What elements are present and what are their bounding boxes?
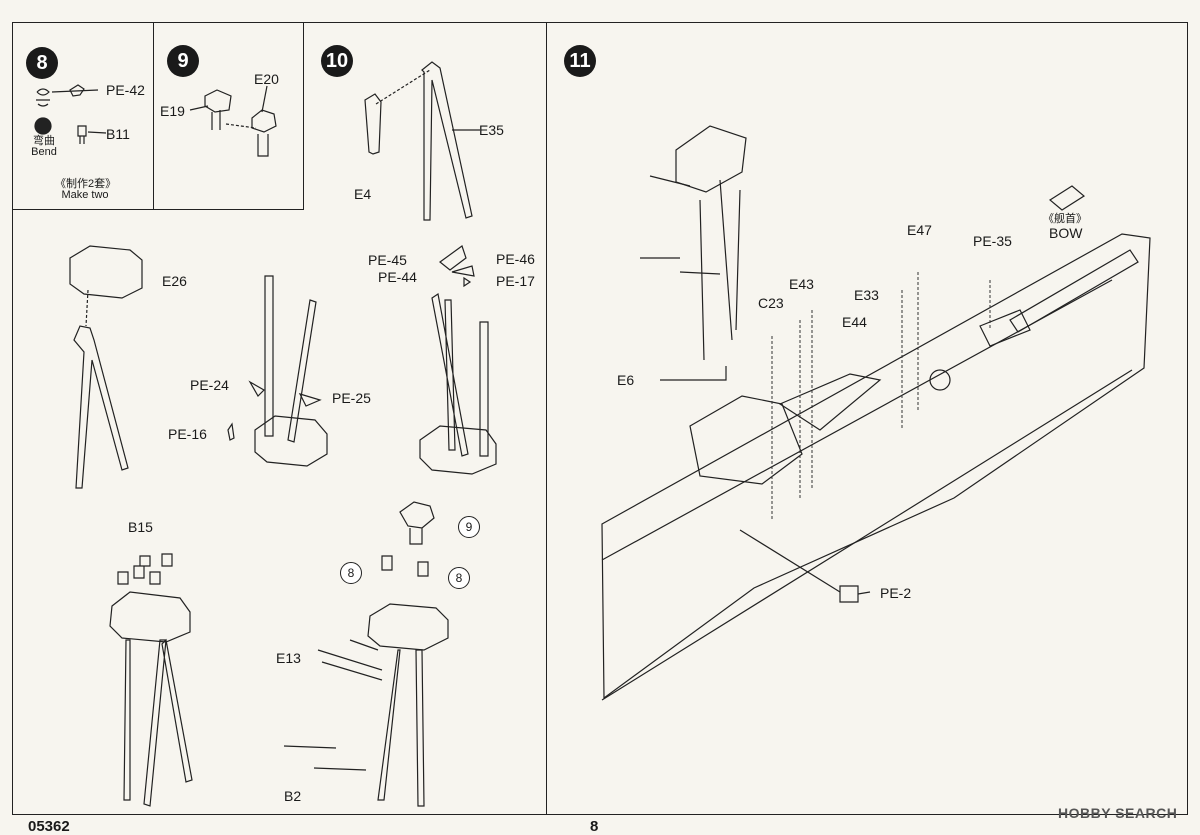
- pe24-pe25: [248, 380, 322, 407]
- kit-code: 05362: [28, 818, 70, 835]
- mast-top: [675, 125, 747, 193]
- tripod2-legs: [431, 292, 489, 457]
- part-label-e43: E43: [789, 276, 814, 292]
- part-label-pe46: PE-46: [496, 251, 535, 267]
- pe-vanes: [439, 245, 475, 288]
- ref-step-8-left: 8: [340, 562, 362, 584]
- part-label-pe45: PE-45: [368, 252, 407, 268]
- aa-platform: [778, 373, 882, 431]
- ref9-head: [399, 501, 435, 545]
- make-two-en: Make two: [61, 189, 109, 201]
- part-label-e35: E35: [479, 122, 504, 138]
- platform2-base: [419, 425, 497, 475]
- bow-gun: [979, 309, 1031, 347]
- ref8-parts: [381, 555, 429, 577]
- pe2-part: [839, 585, 859, 603]
- superstructure: [689, 395, 803, 485]
- e6-part: [660, 366, 727, 381]
- e13-rods: [317, 639, 383, 681]
- part-label-e47: E47: [907, 222, 932, 238]
- part-label-pe25: PE-25: [332, 390, 371, 406]
- part-label-pe16: PE-16: [168, 426, 207, 442]
- top-border: [12, 22, 1188, 23]
- e19-part: [204, 89, 232, 113]
- pe42-part: [69, 84, 85, 97]
- tripod-legs: [264, 275, 317, 443]
- part-label-e6: E6: [617, 372, 635, 388]
- part-label-b11: B11: [106, 126, 130, 142]
- e26-part: [69, 245, 143, 299]
- part-label-pe24: PE-24: [190, 377, 229, 393]
- b11-part: [77, 125, 87, 144]
- part-label-e13: E13: [276, 650, 301, 666]
- e4-part: [364, 93, 382, 155]
- part-label-pe17: PE-17: [496, 273, 535, 289]
- part-label-e20: E20: [254, 71, 279, 87]
- part-label-e44: E44: [842, 314, 867, 330]
- make-two-cn: 《制作2套》: [55, 178, 117, 190]
- tripod-e: [73, 325, 129, 489]
- step-10-badge: 10: [321, 45, 353, 77]
- part-label-pe35: PE-35: [973, 233, 1012, 249]
- part-label-c23: C23: [758, 295, 784, 311]
- part-label-e33: E33: [854, 287, 879, 303]
- part-label-pe44: PE-44: [378, 269, 417, 285]
- part-label-pe2: PE-2: [880, 585, 912, 601]
- step-11-badge: 11: [564, 45, 596, 77]
- pe42-fret: [36, 88, 50, 107]
- bow-label-cn: 《舰首》: [1043, 213, 1087, 225]
- bend-label-cn: 弯曲: [33, 135, 55, 147]
- part-label-e4: E4: [354, 186, 372, 202]
- bow-deck: [1009, 249, 1139, 333]
- pe16: [227, 422, 235, 441]
- part-label-e26: E26: [162, 273, 187, 289]
- part-label-pe42: PE-42: [106, 82, 145, 98]
- mast: [699, 179, 741, 361]
- b15-parts: [117, 553, 173, 585]
- e35-part: [421, 61, 473, 221]
- step-9-badge: 9: [167, 45, 199, 77]
- e20-part: [251, 109, 277, 157]
- bend-label-en: Bend: [31, 146, 57, 158]
- ship-hull: [601, 233, 1151, 700]
- part-label-b15: B15: [128, 519, 153, 535]
- final-legs: [377, 649, 425, 807]
- b2-rods: [283, 745, 367, 771]
- part-label-e19: E19: [160, 103, 185, 119]
- b15-platform: [109, 591, 191, 643]
- ref-step-8-right: 8: [448, 567, 470, 589]
- step-8-badge: 8: [26, 47, 58, 79]
- bow-label-en: BOW: [1049, 225, 1083, 241]
- platform-base: [254, 415, 328, 467]
- final-platform: [367, 603, 449, 651]
- b15-legs: [123, 638, 193, 807]
- part-label-b2: B2: [284, 788, 302, 804]
- ref-step-9: 9: [458, 516, 480, 538]
- watermark-hobby-search: HOBBY SEARCH: [1058, 805, 1178, 821]
- bow-arrow: [1048, 185, 1086, 211]
- page-number: 8: [590, 818, 599, 835]
